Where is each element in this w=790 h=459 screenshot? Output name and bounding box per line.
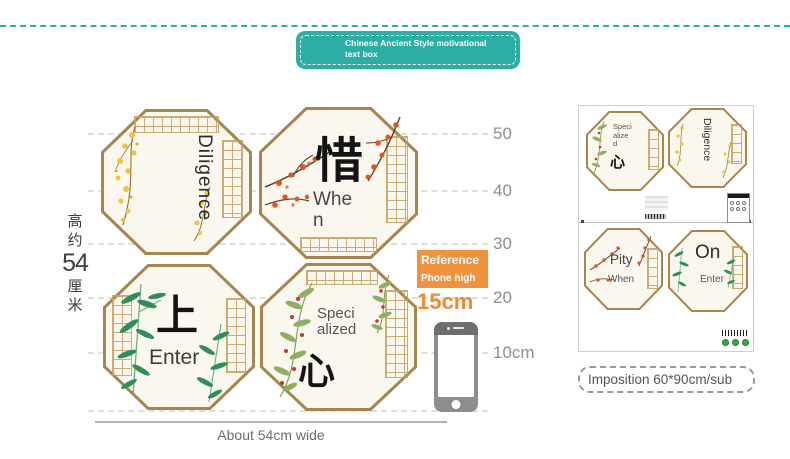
window-lattice bbox=[222, 139, 243, 219]
yellow-flower-decoration bbox=[675, 123, 684, 167]
imposition-preview-panel: Speci alize d 心 Diligence bbox=[578, 105, 754, 352]
yellow-flower-decoration bbox=[722, 141, 732, 179]
mini-specialized-line2: alize bbox=[613, 130, 629, 140]
window-lattice bbox=[305, 270, 378, 285]
reference-subtitle: Phone high bbox=[421, 273, 476, 284]
mini-specialized-hanzi: 心 bbox=[610, 153, 626, 171]
yellow-flower-decoration bbox=[193, 186, 211, 242]
height-char-4: 米 bbox=[67, 297, 83, 314]
reference-value: 15cm bbox=[417, 289, 474, 314]
height-char-3: 厘 bbox=[67, 278, 83, 295]
leaf-berry-decoration bbox=[371, 274, 392, 334]
height-char-2: 约 bbox=[67, 232, 83, 249]
window-lattice bbox=[647, 247, 658, 289]
sticker-cherish-label: Whe n bbox=[313, 189, 352, 231]
ruler-label-40: 40 bbox=[493, 181, 512, 200]
height-dimension-label: 高 约 54 厘 米 bbox=[58, 212, 92, 315]
mini-pity-line2: When bbox=[608, 274, 635, 285]
mini-specialized-label: Speci alize d bbox=[613, 122, 632, 149]
sticker-enter: 上 Enter bbox=[103, 264, 255, 410]
imposition-divider bbox=[579, 222, 753, 223]
bamboo-decoration bbox=[117, 283, 166, 397]
sticker-enter-hanzi: 上 bbox=[156, 291, 199, 340]
top-dashed-line bbox=[0, 25, 790, 27]
panel-barcode bbox=[722, 330, 749, 336]
banner-title-line2: text box bbox=[345, 49, 378, 60]
phone-home-button bbox=[451, 400, 461, 409]
ruler-gridline-30 bbox=[88, 243, 488, 245]
care-instructions-card bbox=[727, 193, 750, 223]
window-lattice bbox=[386, 135, 408, 223]
sticker-diligence-label: Diligence bbox=[194, 134, 215, 222]
mini-on-line2: Enter bbox=[700, 274, 724, 285]
print-barcode bbox=[645, 214, 666, 219]
mini-sticker-diligence: Diligence bbox=[668, 108, 747, 188]
banner-title-line1: Chinese Ancient Style motivational bbox=[345, 38, 487, 48]
mini-sticker-specialized: Speci alize d 心 bbox=[586, 111, 664, 191]
print-info-label bbox=[645, 196, 668, 211]
mini-sticker-pity: Pity When bbox=[584, 228, 663, 310]
banner-title: Chinese Ancient Style motivational text … bbox=[345, 38, 486, 60]
plum-blossom-decoration bbox=[637, 235, 652, 267]
reference-title: Reference bbox=[421, 253, 480, 267]
imposition-caption: Imposition 60*90cm/sub bbox=[578, 366, 755, 393]
ruler-label-10: 10cm bbox=[493, 343, 535, 362]
height-value: 54 bbox=[62, 249, 89, 277]
sticker-cherish-label-line2: n bbox=[313, 210, 324, 231]
window-lattice bbox=[134, 116, 219, 133]
plum-blossom-decoration bbox=[589, 246, 621, 283]
sticker-specialized-hanzi: 心 bbox=[298, 349, 335, 393]
mini-pity-line1: Pity bbox=[610, 252, 633, 267]
title-banner: Chinese Ancient Style motivational text … bbox=[296, 31, 520, 69]
window-lattice bbox=[732, 246, 743, 290]
color-dots bbox=[722, 339, 749, 346]
ruler-label-20: 20 bbox=[493, 288, 512, 307]
banner-dashed-border bbox=[300, 35, 516, 65]
sticker-cherish-hanzi: 惜 bbox=[315, 133, 364, 189]
window-lattice bbox=[300, 237, 377, 252]
phone-camera bbox=[447, 327, 450, 330]
width-dimension-line bbox=[95, 421, 447, 423]
sticker-cherish: 惜 Whe n bbox=[259, 107, 418, 259]
height-char-1: 高 bbox=[67, 213, 83, 230]
leaf-berry-decoration bbox=[591, 120, 607, 174]
phone-speaker bbox=[453, 327, 464, 329]
mini-diligence-label: Diligence bbox=[701, 118, 713, 162]
width-dimension-label: About 54cm wide bbox=[217, 427, 325, 443]
window-lattice bbox=[648, 128, 659, 171]
yellow-flower-decoration bbox=[114, 126, 139, 226]
sticker-cherish-label-line1: Whe bbox=[313, 189, 353, 210]
care-icons bbox=[730, 201, 748, 211]
bamboo-decoration bbox=[672, 247, 689, 293]
sticker-specialized-label-line2: alized bbox=[317, 321, 357, 338]
phone-screen bbox=[438, 335, 474, 397]
sticker-enter-label: Enter bbox=[149, 346, 200, 369]
registration-mark bbox=[581, 220, 584, 223]
leaf-berry-decoration bbox=[273, 282, 314, 398]
window-lattice bbox=[731, 124, 742, 164]
reference-box: Reference Phone high bbox=[417, 250, 488, 288]
bamboo-decoration bbox=[196, 323, 230, 403]
mini-specialized-line3: d bbox=[613, 139, 618, 148]
ruler-label-30: 30 bbox=[493, 234, 512, 253]
bamboo-decoration bbox=[723, 255, 736, 289]
mini-sticker-on: On Enter bbox=[668, 230, 748, 312]
mini-on-line1: On bbox=[695, 242, 721, 263]
ruler-label-50: 50 bbox=[493, 124, 512, 143]
sticker-specialized-label: Speci alized bbox=[317, 306, 356, 338]
mini-specialized-line1: Speci bbox=[613, 122, 632, 131]
plum-blossom-decoration bbox=[264, 150, 332, 208]
sticker-specialized: Speci alized 心 bbox=[260, 263, 417, 411]
sticker-diligence: Diligence bbox=[101, 109, 252, 255]
sticker-specialized-label-line1: Speci bbox=[317, 305, 355, 322]
plum-blossom-decoration bbox=[365, 116, 401, 182]
phone-icon bbox=[434, 322, 478, 412]
ruler-gridline-0 bbox=[88, 410, 488, 412]
